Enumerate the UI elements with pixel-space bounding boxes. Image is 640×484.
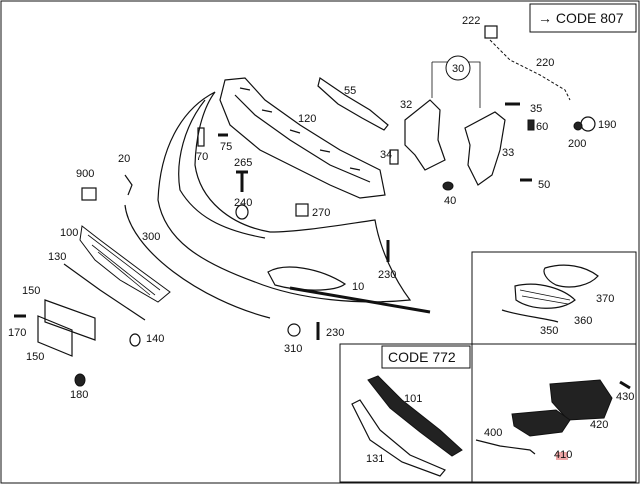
label-360: 360	[574, 315, 592, 327]
label-130: 130	[48, 251, 66, 263]
label-40: 40	[444, 195, 456, 207]
label-150b: 150	[26, 351, 44, 363]
label-33: 33	[502, 147, 514, 159]
label-30: 30	[452, 63, 464, 75]
sensor-190	[580, 116, 596, 132]
label-50: 50	[538, 179, 550, 191]
label-222: 222	[462, 15, 480, 27]
clip-310	[287, 323, 301, 337]
cover-900	[81, 187, 97, 201]
nut-40	[442, 181, 454, 191]
code-772-box	[381, 345, 471, 369]
clip-140	[129, 333, 141, 347]
label-350: 350	[540, 325, 558, 337]
washer-240	[235, 204, 249, 220]
label-180: 180	[70, 389, 88, 401]
grille-101	[367, 375, 463, 457]
screw-430	[619, 380, 631, 390]
impact-absorber	[219, 77, 386, 199]
label-55: 55	[344, 85, 356, 97]
label-170: 170	[8, 327, 26, 339]
bolt-265	[236, 170, 248, 192]
label-190: 190	[598, 119, 616, 131]
holder-33	[464, 111, 506, 186]
fog-strip-350	[501, 309, 559, 323]
label-410: 410	[554, 449, 572, 461]
label-265: 265	[234, 157, 252, 169]
grille-420	[549, 379, 613, 421]
label-10: 10	[352, 281, 364, 293]
label-240: 240	[234, 197, 252, 209]
label-140: 140	[146, 333, 164, 345]
label-34: 34	[380, 149, 392, 161]
label-101: 101	[404, 393, 422, 405]
label-230b: 230	[326, 327, 344, 339]
label-100: 100	[60, 227, 78, 239]
label-300: 300	[142, 231, 160, 243]
label-310: 310	[284, 343, 302, 355]
harness-220	[489, 39, 571, 101]
strip-131	[351, 399, 446, 477]
label-900: 900	[76, 168, 94, 180]
holder-32	[404, 99, 446, 171]
label-120: 120	[298, 113, 316, 125]
label-400: 400	[484, 427, 502, 439]
connector-222	[484, 25, 498, 39]
label-75: 75	[220, 141, 232, 153]
bumper-fog-opening	[267, 266, 347, 291]
code-807-label: → CODE 807	[538, 10, 624, 26]
fog-grille-360	[514, 283, 576, 309]
grille-100-slats	[87, 234, 161, 296]
label-32: 32	[400, 99, 412, 111]
impact-absorber-rib	[234, 94, 371, 183]
strip-400	[475, 439, 536, 455]
plug-34	[389, 149, 399, 165]
clip-20	[124, 174, 133, 196]
callout-30-circle	[445, 55, 471, 81]
label-230a: 230	[378, 269, 396, 281]
bracket-70	[197, 127, 205, 147]
pad-270	[295, 203, 309, 217]
label-20: 20	[118, 153, 130, 165]
inset-code772-box	[339, 343, 637, 483]
label-150a: 150	[22, 285, 40, 297]
grommet-200	[573, 121, 583, 131]
label-410-highlight	[556, 452, 568, 460]
label-70: 70	[196, 151, 208, 163]
label-430: 430	[616, 391, 634, 403]
bumper-cover	[157, 91, 412, 303]
grille-100	[79, 225, 171, 303]
label-200: 200	[568, 138, 586, 150]
plate-holder-150a	[44, 299, 96, 341]
fog-bezel-370	[543, 264, 599, 288]
label-420: 420	[590, 419, 608, 431]
label-131: 131	[366, 453, 384, 465]
plug-180	[74, 373, 86, 387]
strip-130	[63, 263, 146, 321]
bumper-inner-edge	[178, 99, 266, 239]
trim-strip-10	[289, 286, 431, 314]
label-220: 220	[536, 57, 554, 69]
label-35: 35	[530, 103, 542, 115]
impact-absorber-ribs	[239, 87, 361, 171]
code-772-label: CODE 772	[388, 349, 456, 365]
grille-410	[511, 409, 571, 437]
plate-holder-150b	[37, 315, 73, 357]
fog-grille-360-slats	[519, 289, 571, 305]
bracket-55	[317, 77, 389, 131]
label-370: 370	[596, 293, 614, 305]
label-270: 270	[312, 207, 330, 219]
clip-60	[527, 119, 535, 131]
code-807-box	[529, 3, 637, 33]
label-60: 60	[536, 121, 548, 133]
cable-300	[124, 204, 271, 319]
